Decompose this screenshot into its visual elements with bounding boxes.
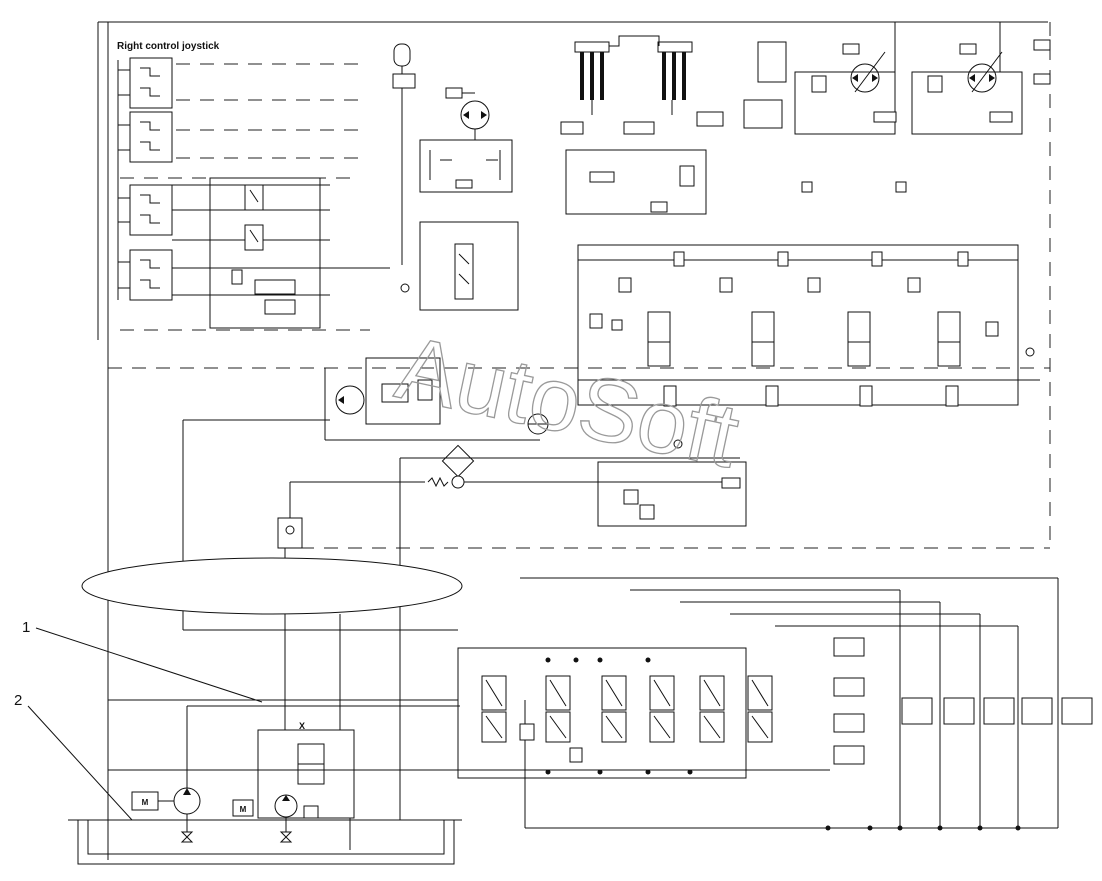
pilot-valve-block bbox=[209, 177, 321, 329]
main-pump-group: M M X bbox=[68, 705, 462, 865]
cylinder-group bbox=[560, 35, 724, 215]
tank-line-group bbox=[108, 614, 458, 850]
lower-valve-bank bbox=[457, 577, 1093, 831]
callout-label-2: 2 bbox=[14, 692, 22, 709]
callout-2: 2 bbox=[14, 692, 133, 821]
pilot-pump-group bbox=[182, 357, 540, 630]
callout-1: 1 bbox=[22, 619, 263, 703]
joystick-valve-group bbox=[117, 57, 390, 331]
joystick-title: Right control joystick bbox=[117, 41, 220, 52]
control-area-frame bbox=[97, 21, 1051, 860]
swing-motor-group bbox=[743, 22, 1051, 193]
filter-group bbox=[277, 413, 747, 700]
accumulator-group bbox=[392, 43, 519, 311]
callout-label-1: 1 bbox=[22, 619, 30, 636]
motor-label-1: M bbox=[142, 798, 149, 807]
valve-mark: X bbox=[299, 721, 305, 731]
hydraulic-tank bbox=[81, 548, 463, 615]
motor-label-2: M bbox=[240, 805, 247, 814]
watermark: AutoSoft bbox=[388, 318, 746, 488]
main-control-valve-bank bbox=[577, 244, 1040, 407]
